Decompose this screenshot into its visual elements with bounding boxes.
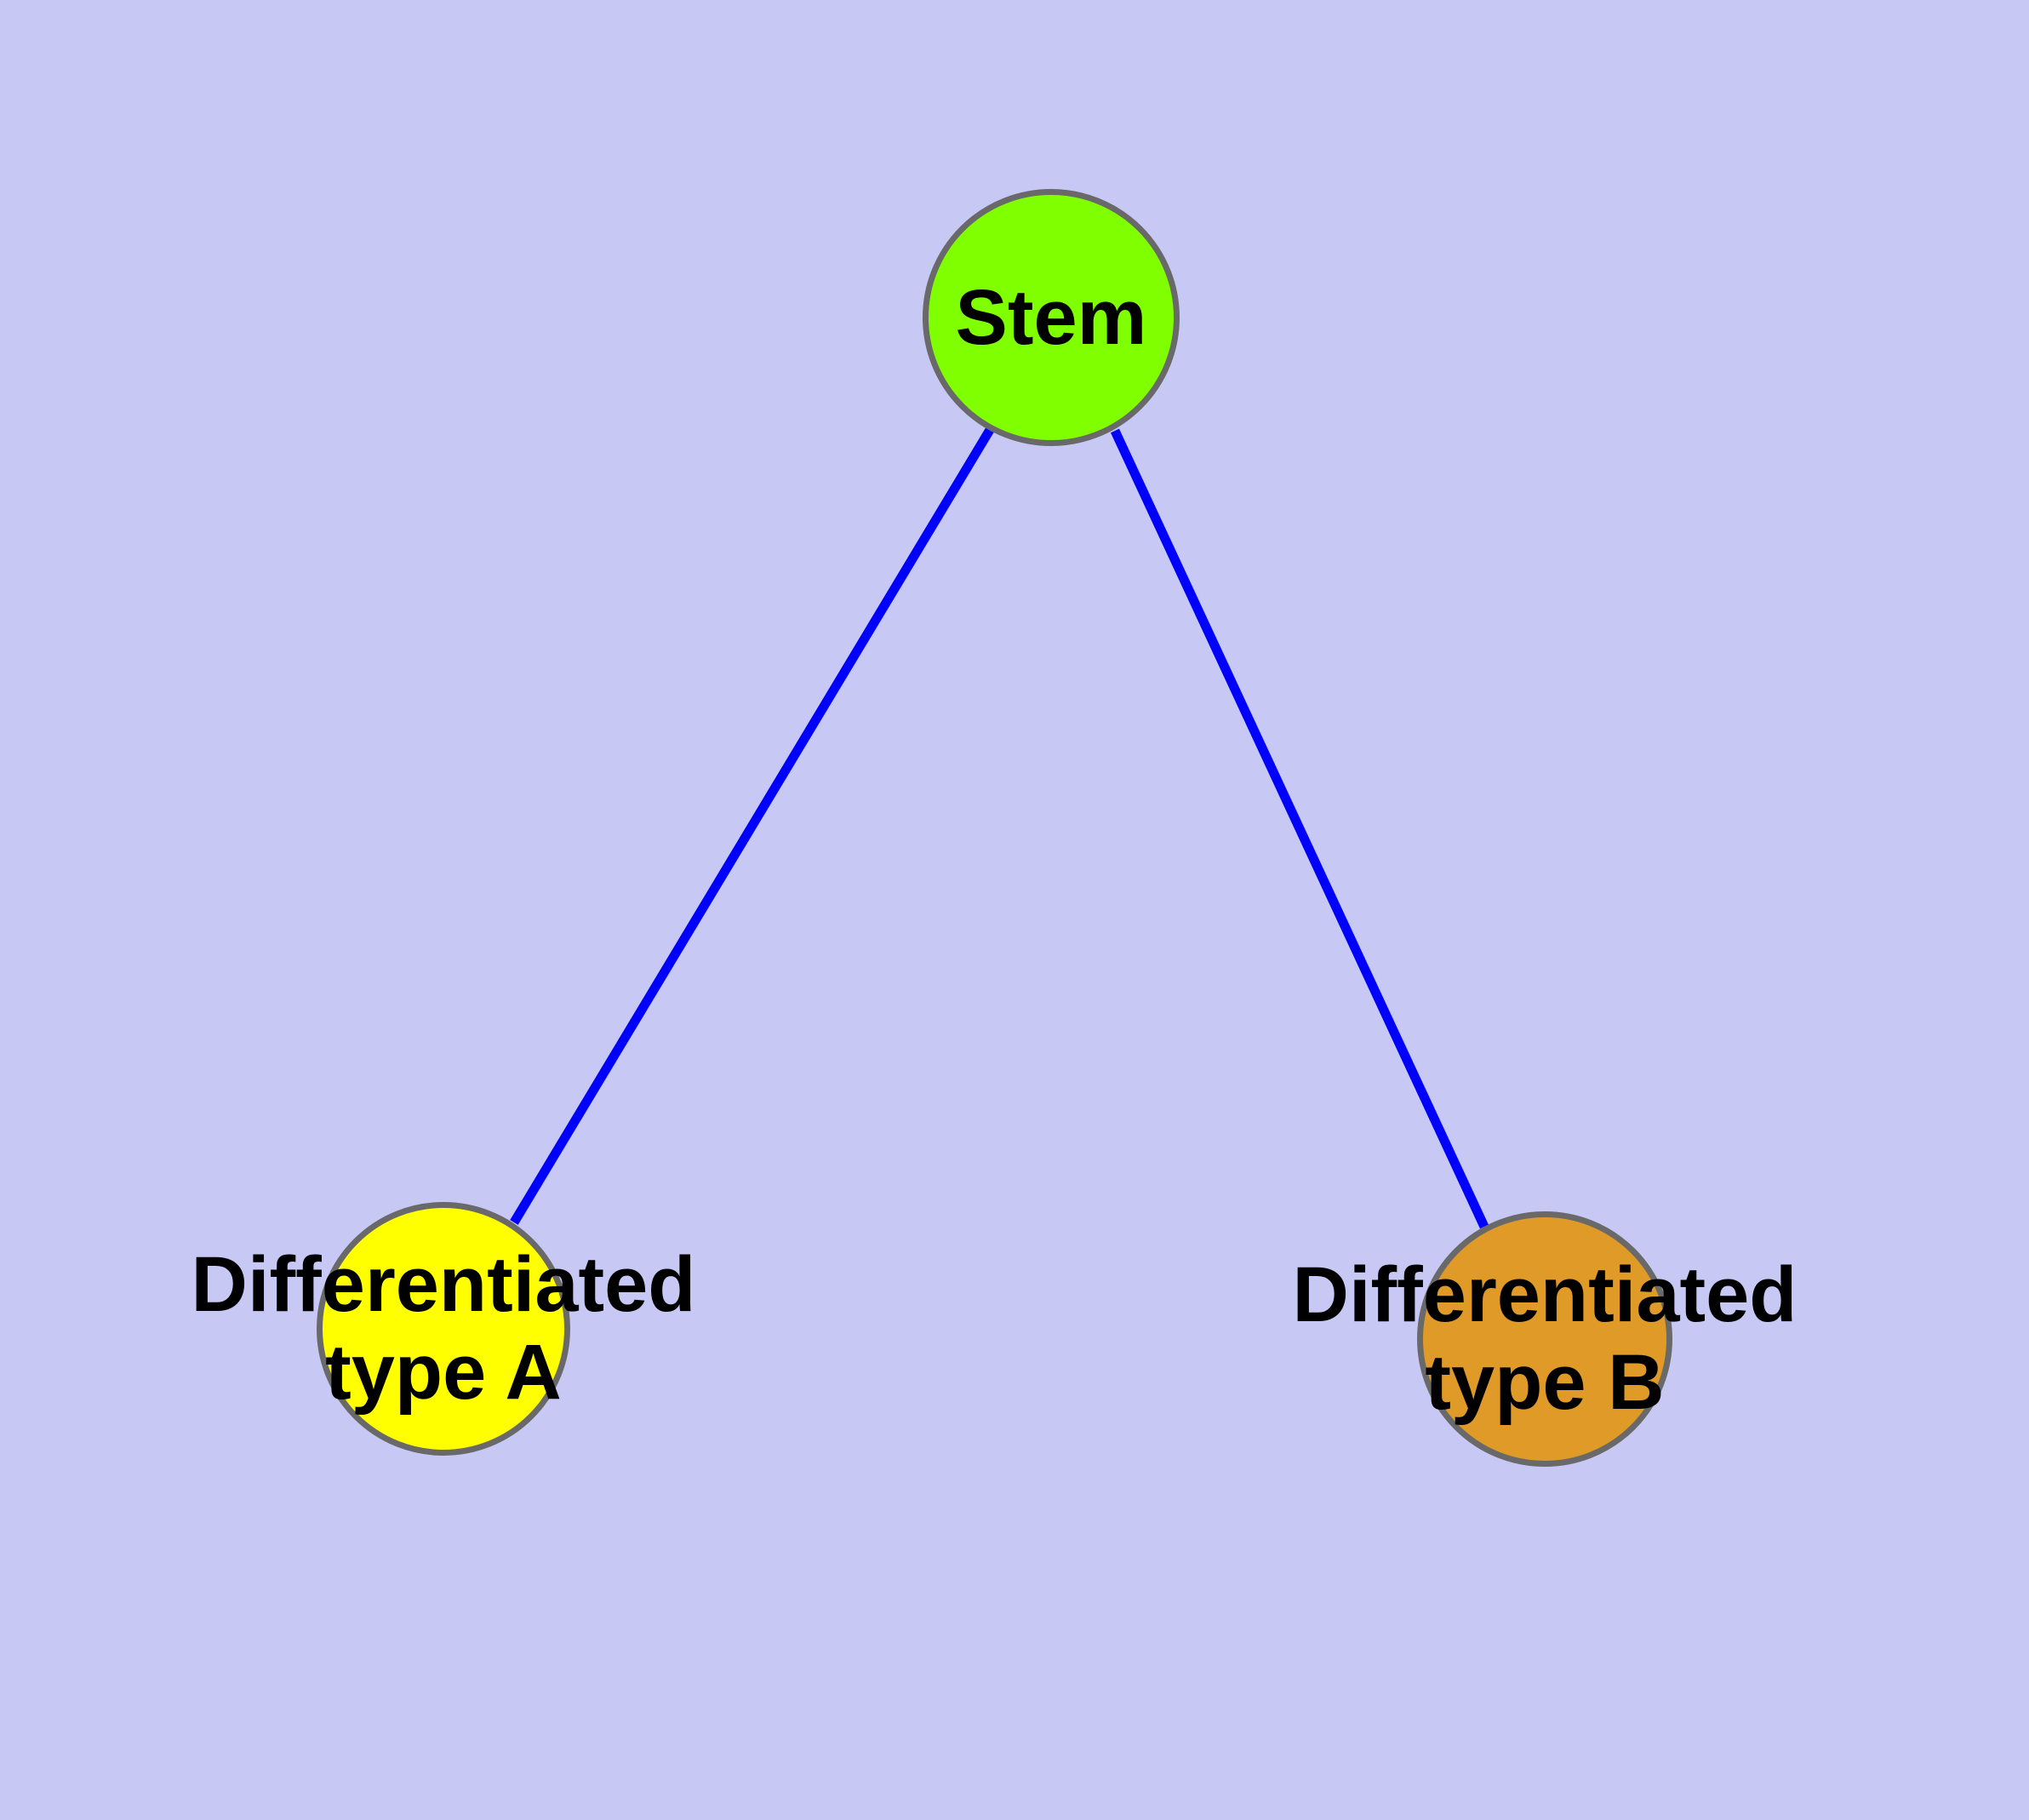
- edge-stem-to-diff-b[interactable]: [1111, 428, 1489, 1229]
- node-differentiated-type-a[interactable]: [317, 1202, 570, 1456]
- node-stem[interactable]: [923, 189, 1180, 446]
- node-differentiated-type-b[interactable]: [1417, 1211, 1672, 1467]
- edge-stem-to-diff-a[interactable]: [510, 427, 994, 1225]
